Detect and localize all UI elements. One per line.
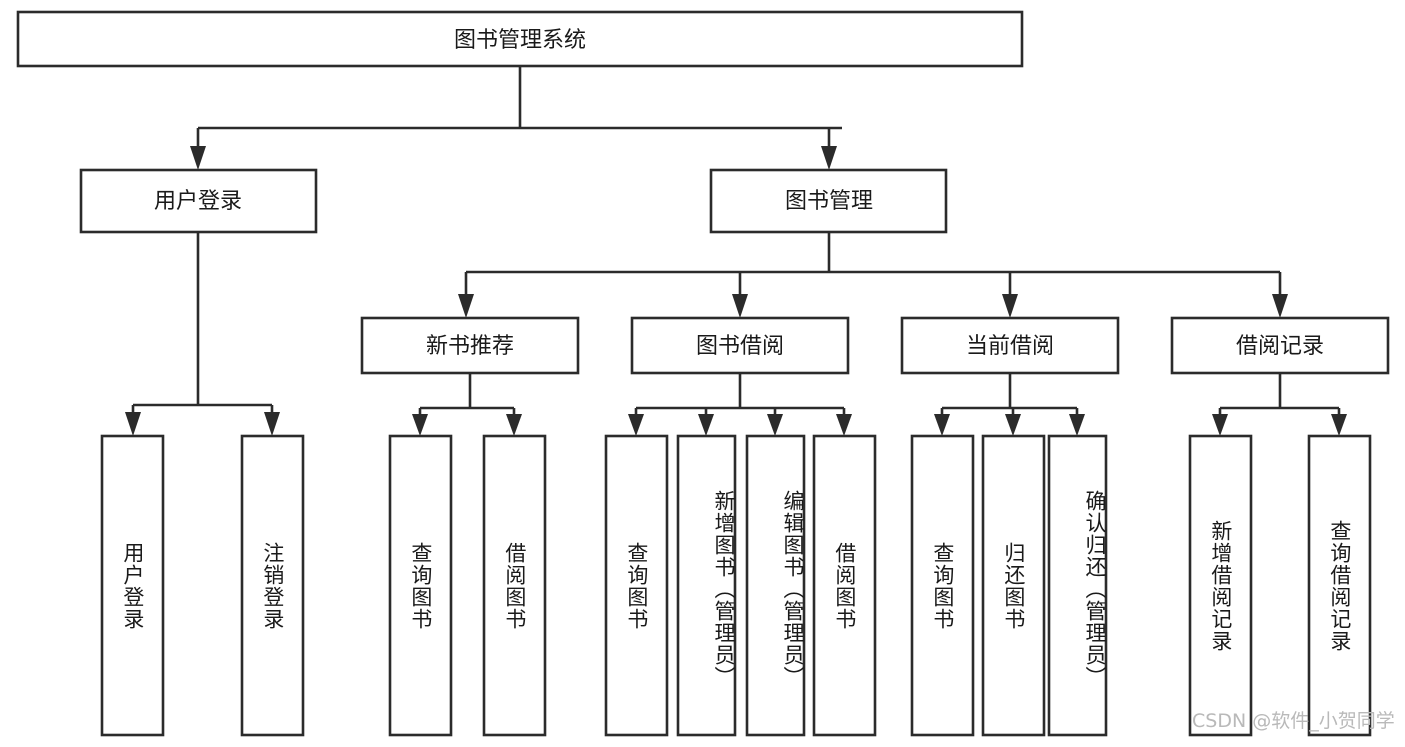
node-book-management[interactable]: 图书管理 — [709, 168, 948, 234]
node-book-borrow-label: 图书借阅 — [696, 334, 784, 359]
leaf-box-add-borrow-record[interactable] — [1188, 434, 1253, 737]
connector-bookmanage-to-level3 — [458, 232, 1288, 318]
connector-currentborrow-to-leaves — [934, 373, 1085, 436]
leaf-box-query-book-3[interactable] — [910, 434, 975, 737]
leaf-boxes — [100, 434, 1372, 737]
csdn-watermark: CSDN @软件_小贺同学 — [1192, 710, 1395, 732]
connector-borrowrecord-to-leaves — [1212, 373, 1347, 436]
node-current-borrow[interactable]: 当前借阅 — [900, 316, 1120, 375]
node-book-borrow[interactable]: 图书借阅 — [630, 316, 850, 375]
node-root-system[interactable]: 图书管理系统 — [16, 10, 1024, 68]
leaf-box-user-login[interactable] — [100, 434, 165, 737]
arrow-head-book-manage — [821, 146, 837, 170]
leaf-box-borrow-book-2[interactable] — [812, 434, 877, 737]
leaf-box-logout[interactable] — [240, 434, 305, 737]
node-book-management-label: 图书管理 — [785, 189, 873, 214]
node-borrow-record[interactable]: 借阅记录 — [1170, 316, 1390, 375]
leaf-box-query-book-1[interactable] — [388, 434, 453, 737]
arrow-head-user-login — [190, 146, 206, 170]
node-new-book-recommend-label: 新书推荐 — [426, 334, 514, 359]
node-current-borrow-label: 当前借阅 — [966, 334, 1054, 359]
connector-root-to-level2 — [190, 66, 842, 170]
connector-newbook-to-leaves — [412, 373, 522, 436]
leaf-box-return-book[interactable] — [981, 434, 1046, 737]
node-new-book-recommend[interactable]: 新书推荐 — [360, 316, 580, 375]
node-borrow-record-label: 借阅记录 — [1236, 334, 1324, 359]
leaf-box-confirm-return-admin[interactable] — [1047, 434, 1108, 737]
node-user-login[interactable]: 用户登录 — [79, 168, 318, 234]
node-root-label: 图书管理系统 — [454, 28, 586, 53]
connector-userlogin-to-leaves — [125, 232, 280, 436]
leaf-box-edit-book-admin[interactable] — [745, 434, 806, 737]
leaf-box-borrow-book-1[interactable] — [482, 434, 547, 737]
leaf-box-add-book-admin[interactable] — [676, 434, 737, 737]
leaf-box-query-book-2[interactable] — [604, 434, 669, 737]
leaf-box-query-borrow-record[interactable] — [1307, 434, 1372, 737]
connector-bookborrow-to-leaves — [628, 373, 852, 436]
node-user-login-label: 用户登录 — [154, 189, 242, 214]
